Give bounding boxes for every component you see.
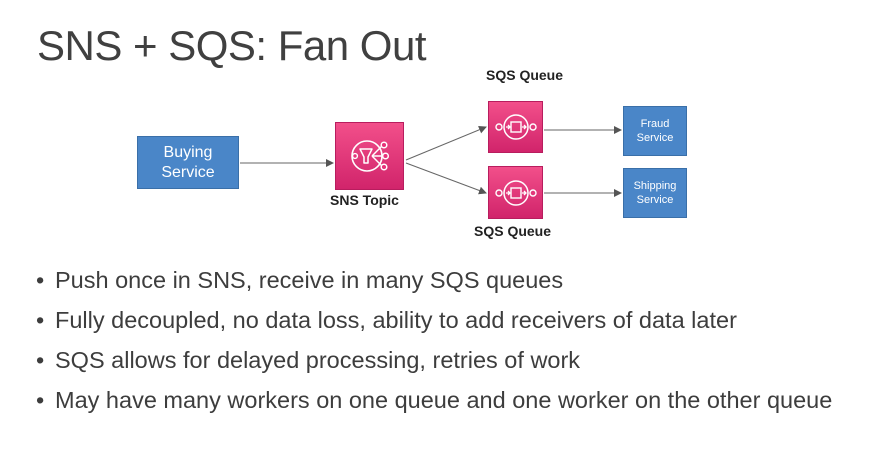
buying-service-box: Buying Service [137, 136, 239, 189]
bullet-item: • SQS allows for delayed processing, retr… [36, 346, 856, 374]
sqs-queue-icon [494, 114, 537, 140]
sqs-queue-top-label: SQS Queue [486, 67, 564, 83]
bullet-list: • Push once in SNS, receive in many SQS q… [36, 266, 856, 426]
bullet-item: • Fully decoupled, no data loss, ability … [36, 306, 856, 334]
connector-arrows [240, 125, 622, 197]
shipping-service-label: Shipping Service [633, 180, 677, 206]
slide-title: SNS + SQS: Fan Out [37, 22, 427, 69]
bullet-dot-icon: • [36, 387, 45, 413]
sqs-queue-icon [494, 179, 537, 206]
bullet-item: • Push once in SNS, receive in many SQS q… [36, 266, 856, 294]
sqs-queue-bottom-box [488, 166, 543, 219]
bullet-text: Fully decoupled, no data loss, ability t… [55, 307, 737, 333]
bullet-dot-icon: • [36, 347, 45, 373]
sns-topic-icon [350, 140, 389, 172]
shipping-service-box: Shipping Service [623, 168, 687, 218]
sns-topic-label: SNS Topic [330, 192, 399, 208]
fraud-service-label: Fraud Service [636, 118, 674, 144]
bullet-text: SQS allows for delayed processing, retri… [55, 347, 581, 373]
sqs-queue-bottom-label: SQS Queue [474, 223, 552, 239]
arrow-sns-to-sqs-top [405, 125, 487, 161]
bullet-item: • May have many workers on one queue and … [36, 386, 856, 414]
fraud-service-box: Fraud Service [623, 106, 687, 156]
bullet-text: Push once in SNS, receive in many SQS qu… [55, 267, 564, 293]
buying-service-label: Buying Service [161, 143, 215, 181]
bullet-dot-icon: • [36, 267, 45, 293]
sns-topic-box [335, 122, 404, 190]
sqs-queue-top-box [488, 101, 543, 153]
arrow-sns-to-sqs-bottom [405, 162, 487, 195]
fan-out-diagram: Buying Service SNS Topic SQS Queue [137, 67, 687, 239]
bullet-text: May have many workers on one queue and o… [55, 387, 833, 413]
bullet-dot-icon: • [36, 307, 45, 333]
